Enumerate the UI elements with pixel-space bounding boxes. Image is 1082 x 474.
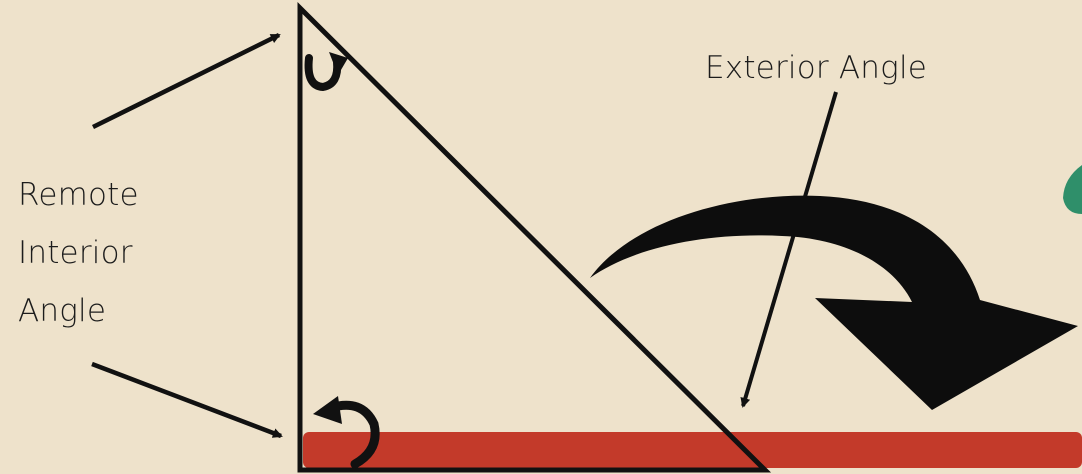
pointer-arrow-icon	[92, 364, 281, 436]
exterior-angle-label: Exterior Angle	[705, 53, 927, 84]
ground-bar	[303, 432, 1082, 468]
label-line: Angle	[18, 282, 139, 340]
curved-arrow-icon	[590, 196, 1078, 410]
rotation-arrow-icon	[309, 52, 348, 87]
pointer-arrow-icon	[743, 92, 836, 406]
label-line: Remote	[18, 166, 139, 224]
accent-blob	[1063, 165, 1082, 214]
pointer-arrow-icon	[93, 35, 279, 127]
label-line: Interior	[18, 224, 139, 282]
remote-interior-angle-label: Remote Interior Angle	[18, 166, 139, 340]
